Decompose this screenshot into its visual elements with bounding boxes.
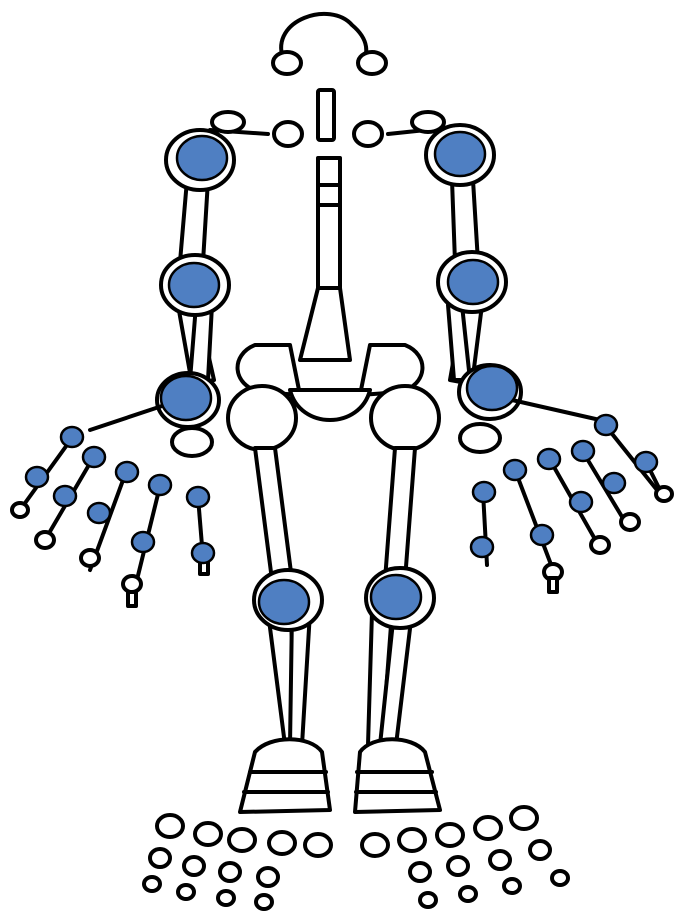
joint-left-finger	[88, 503, 110, 523]
joint-right-finger	[531, 525, 553, 545]
joint-right-finger	[473, 482, 495, 502]
joint-left-finger	[54, 486, 76, 506]
spine	[300, 158, 350, 360]
joint-right-finger	[570, 492, 592, 512]
right-leg	[366, 386, 439, 745]
joint-right-shoulder	[435, 132, 485, 176]
joint-right-elbow	[448, 260, 498, 304]
joint-right-finger	[595, 415, 617, 435]
joint-right-finger	[471, 537, 493, 557]
left-foot	[144, 739, 331, 909]
joint-left-finger	[187, 487, 209, 507]
joint-left-wrist	[161, 376, 211, 420]
joint-right-wrist	[467, 366, 517, 410]
joint-right-finger	[603, 473, 625, 493]
joint-left-finger	[61, 427, 83, 447]
joint-right-finger	[635, 452, 657, 472]
joint-left-knee	[259, 580, 309, 624]
joint-left-finger	[26, 467, 48, 487]
joint-left-shoulder	[177, 136, 227, 180]
joint-right-finger	[572, 441, 594, 461]
right-foot	[355, 739, 568, 907]
joint-right-finger	[504, 460, 526, 480]
left-leg	[228, 386, 322, 745]
joint-left-elbow	[169, 263, 219, 307]
joint-left-finger	[83, 447, 105, 467]
joint-left-finger	[192, 543, 214, 563]
joint-left-finger	[116, 462, 138, 482]
joint-right-finger	[538, 449, 560, 469]
head	[273, 14, 386, 74]
joint-left-finger	[132, 532, 154, 552]
neck	[318, 90, 334, 140]
joint-right-knee	[371, 575, 421, 619]
joint-left-finger	[149, 475, 171, 495]
